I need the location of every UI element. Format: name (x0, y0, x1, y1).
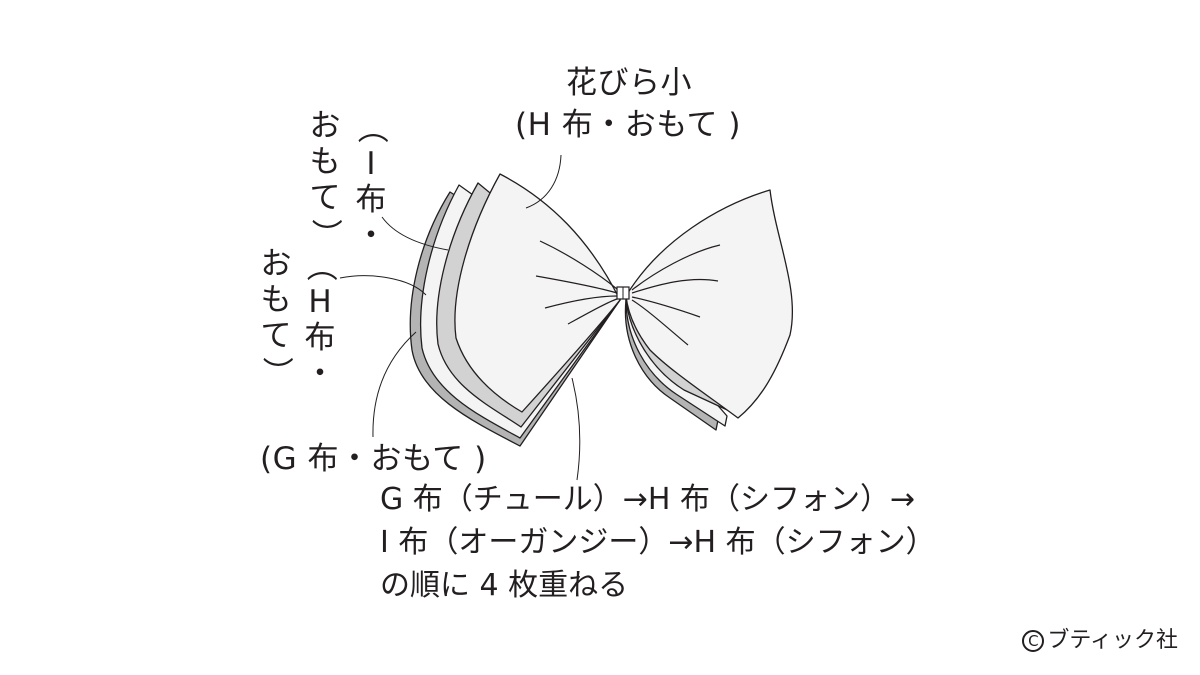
leader-small-petal (525, 154, 562, 209)
copyright-icon: C (1022, 630, 1045, 652)
left-petal-stack (409, 173, 621, 447)
leader-instruction (571, 377, 581, 481)
instruction-line-2: I 布（オーガンジー）→H 布（シフォン） (380, 525, 936, 560)
leader-h-fabric (339, 275, 427, 296)
leader-lines (339, 154, 581, 481)
center-knot (616, 286, 630, 300)
label-g-fabric: (G 布・おもて ) (260, 441, 487, 477)
label-i-fabric-right-col: （ I 布 ・ (353, 112, 389, 255)
label-small-petal-title: 花びら小 (566, 65, 692, 101)
publisher-name: ブティック社 (1047, 628, 1178, 653)
gather-lines (535, 240, 721, 346)
leader-g-fabric (372, 331, 417, 438)
label-h-fabric-right-col: （ H 布 ・ (302, 250, 338, 393)
instruction-line-3: の順に 4 枚重ねる (380, 568, 629, 603)
petal-h-small-left (454, 173, 621, 413)
label-small-petal-fabric: (H 布・おもて ) (515, 107, 741, 143)
right-petal-stack (624, 189, 794, 431)
leader-i-fabric (381, 216, 449, 251)
copyright-credit: C ブティック社 (1022, 626, 1178, 656)
label-h-fabric-left-col: お も て ） (258, 246, 294, 388)
petal-h-small-right (625, 189, 794, 419)
label-i-fabric-left-col: お も て ） (307, 108, 343, 250)
instruction-line-1: G 布（チュール）→H 布（シフォン）→ (380, 482, 916, 517)
